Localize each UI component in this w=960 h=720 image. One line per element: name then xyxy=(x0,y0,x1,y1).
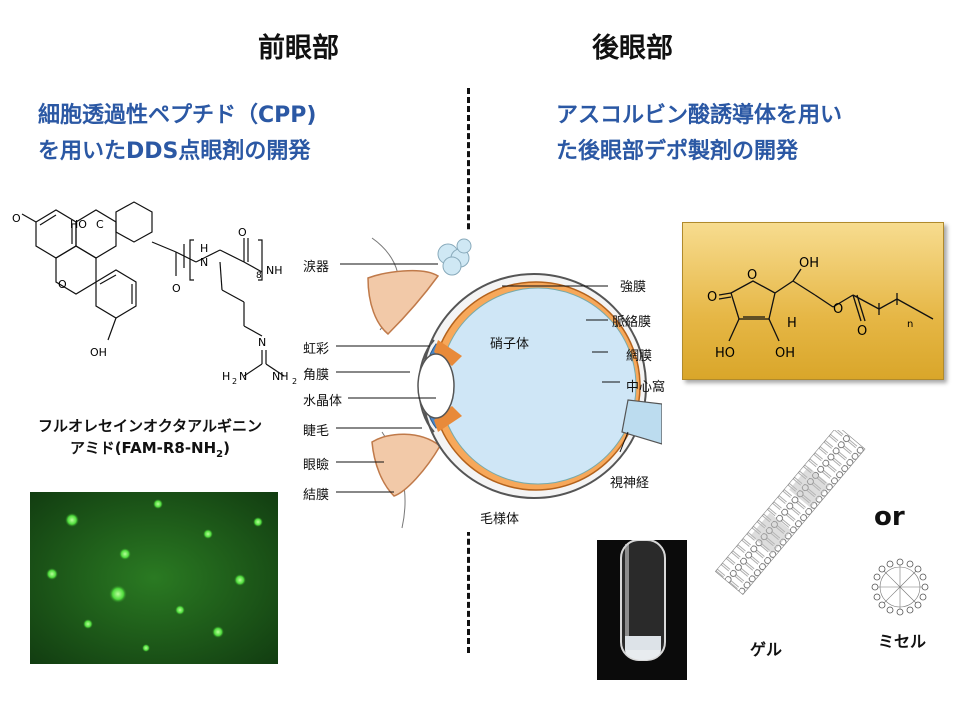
label-lacrimal: 涙器 xyxy=(303,260,330,275)
anterior-header: 前眼部 xyxy=(258,33,339,64)
fam-guan-n: N xyxy=(258,336,266,349)
label-choroid: 脈絡膜 xyxy=(612,315,652,330)
asc-o-ester: O xyxy=(833,302,843,317)
compound-caption: フルオレセインオクタアルギニン アミド(FAM-R8-NH2) xyxy=(20,415,280,466)
fam-h2n-n: N xyxy=(239,370,247,383)
ascorbic-structure: OH O O H O n HO OH O xyxy=(707,256,934,361)
fam-nh-h: H xyxy=(200,242,208,255)
label-vitreous: 硝子体 xyxy=(490,337,530,352)
label-conjunctiva: 結膜 xyxy=(303,488,330,503)
caption-line1: フルオレセインオクタアルギニン xyxy=(38,417,262,435)
asc-h: H xyxy=(787,316,797,331)
fam-ho2c-c: C xyxy=(96,218,104,231)
left-subtitle-line2: を用いたDDS点眼剤の開発 xyxy=(38,139,311,164)
fluorescence-spots xyxy=(30,492,278,664)
posterior-header: 後眼部 xyxy=(592,33,673,64)
gel-tube-photo xyxy=(597,540,687,680)
fam-ho2c-ho: HO xyxy=(70,218,87,231)
caption-line2-suffix: ) xyxy=(223,439,230,457)
label-optic-nerve: 視神経 xyxy=(610,476,650,491)
caption-subscript: 2 xyxy=(216,449,224,460)
eye-diagram xyxy=(302,232,662,532)
fluorescence-image xyxy=(30,492,278,664)
fam-subscript-8: 8 xyxy=(256,271,262,281)
label-retina: 網膜 xyxy=(626,349,653,364)
label-lens: 水晶体 xyxy=(303,394,343,409)
left-subtitle-line1: 細胞透過性ペプチド（CPP) xyxy=(38,103,317,128)
asc-o-ring: O xyxy=(747,268,757,283)
label-cornea: 角膜 xyxy=(303,368,330,383)
asc-o-left: O xyxy=(707,290,717,305)
fam-amide-o1: O xyxy=(172,282,181,295)
fam-h2n-sub: 2 xyxy=(232,377,237,386)
gel-illustration xyxy=(714,430,866,596)
label-fovea: 中心窩 xyxy=(626,380,666,395)
fam-nh2-end: NH xyxy=(266,264,283,277)
fam-amide-o2: O xyxy=(238,226,247,239)
asc-n: n xyxy=(907,319,913,330)
fam-r8-structure: O HO C O OH O H N O 8 NH N H 2 N NH 2 xyxy=(12,201,297,386)
micelle-label: ミセル xyxy=(878,632,927,651)
micelle-illustration xyxy=(871,558,929,616)
fam-h2n: H xyxy=(222,370,230,383)
gel-label: ゲル xyxy=(750,640,783,659)
label-ciliary: 毛様体 xyxy=(480,512,520,527)
asc-oh-top: OH xyxy=(799,256,819,271)
fam-ring-o: O xyxy=(58,278,67,291)
right-subtitle: アスコルビン酸誘導体を用い た後眼部デポ製剤の開発 xyxy=(556,98,842,170)
fam-nh2-right-sub: 2 xyxy=(292,377,297,386)
label-sclera: 強膜 xyxy=(620,280,647,295)
caption-line2: アミド(FAM-R8-NH2) xyxy=(20,437,280,466)
or-label: or xyxy=(874,502,905,532)
asc-oh: OH xyxy=(775,346,795,361)
asc-ho: HO xyxy=(715,346,735,361)
label-iris: 虹彩 xyxy=(303,342,330,357)
right-subtitle-line1: アスコルビン酸誘導体を用い xyxy=(556,103,843,128)
right-subtitle-line2: た後眼部デポ製剤の開発 xyxy=(556,139,799,164)
fam-oh: OH xyxy=(90,346,107,359)
label-eyelid: 眼瞼 xyxy=(303,458,330,473)
lacrimal-gland xyxy=(437,238,472,276)
ascorbic-structure-box: OH O O H O n HO OH O xyxy=(682,222,944,380)
fam-ketone-o: O xyxy=(12,212,21,225)
label-eyelash: 睫毛 xyxy=(303,424,330,439)
tube-svg xyxy=(597,540,687,680)
fam-nh-n: N xyxy=(200,256,208,269)
left-subtitle: 細胞透過性ペプチド（CPP) を用いたDDS点眼剤の開発 xyxy=(38,98,316,170)
asc-o-carbonyl: O xyxy=(857,324,867,339)
caption-line2-prefix: アミド(FAM-R8-NH xyxy=(70,439,217,457)
fam-nh2-right: NH xyxy=(272,370,289,383)
